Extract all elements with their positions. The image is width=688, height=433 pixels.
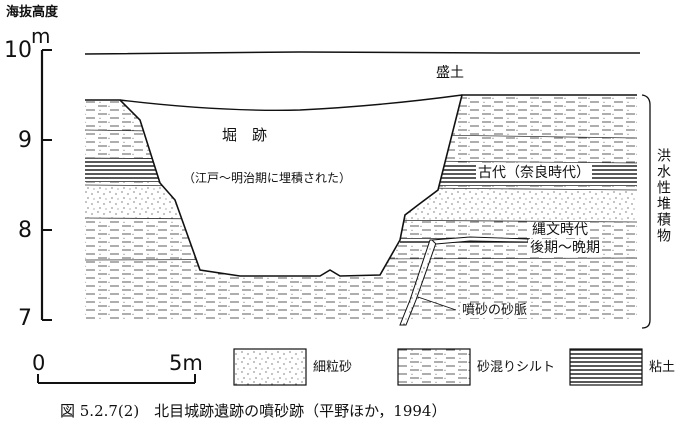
scale-bar [37, 374, 196, 384]
strata [85, 95, 637, 320]
legend-label-dots: 細粒砂 [313, 360, 353, 375]
ancient-label: 古代（奈良時代） [476, 165, 592, 181]
sand-vein [399, 239, 438, 326]
legend-swatch-clay [569, 348, 643, 386]
y-tick-10: 10 [4, 38, 32, 63]
figure-caption: 図 5.2.7(2) 北目城跡遺跡の噴砂跡（平野ほか，1994） [60, 402, 447, 420]
scale-length: 5m [169, 351, 203, 375]
y-tick-9: 9 [18, 128, 32, 153]
sand-vein-label: 噴砂の砂脈 [460, 303, 530, 318]
fill-label: 盛土 [436, 65, 464, 81]
moat-label: 堀 跡 [222, 126, 268, 144]
jomon-label-1: 縄文時代 [530, 222, 590, 238]
moat-top-line [119, 94, 463, 111]
y-tick-7: 7 [18, 306, 32, 331]
y-tick-8: 8 [18, 218, 32, 243]
sand-vein-leader [417, 296, 457, 311]
legend-label-silt: 砂混りシルト [477, 360, 556, 375]
alluvial-bracket [641, 94, 651, 329]
legend-label-clay: 粘土 [649, 360, 676, 375]
fill-surface-line [84, 51, 640, 55]
jomon-label-2: 後期～晩期 [528, 240, 602, 256]
moat-note: （江戸～明治期に埋積された） [183, 171, 352, 185]
moat-outline [85, 94, 637, 277]
alluvial-label: 洪水性堆積物 [655, 148, 671, 244]
legend-swatch-dots [233, 348, 307, 386]
legend-swatch-silt [397, 348, 471, 386]
scale-zero: 0 [32, 351, 46, 375]
y-axis [40, 49, 52, 321]
y-axis-title: 海抜高度 [6, 5, 59, 20]
y-axis-unit: m [31, 24, 51, 48]
